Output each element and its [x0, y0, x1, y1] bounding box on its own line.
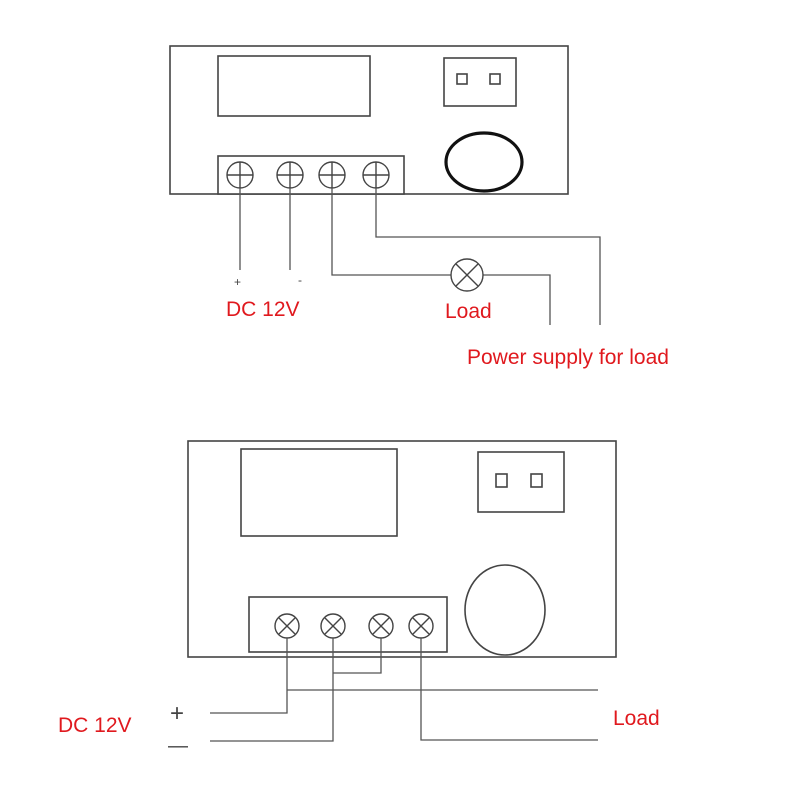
top-power-supply-label: Power supply for load	[467, 346, 669, 369]
top-load-lamp-icon	[450, 258, 484, 292]
top-terminal-screw	[276, 161, 304, 189]
top-terminal-screw	[362, 161, 390, 189]
top-minus-sign: -	[298, 273, 302, 287]
bottom-plus-sign: +	[170, 700, 184, 727]
top-terminal-screws	[226, 161, 390, 189]
top-wiring-diagram: + - DC 12V Load Power supply for load	[169, 45, 669, 369]
bottom-load-label: Load	[613, 707, 660, 730]
bottom-wiring-diagram: + — DC 12V Load	[58, 440, 660, 757]
bottom-relay-socket	[477, 451, 565, 513]
bottom-terminal-screw	[408, 613, 434, 639]
top-display-window	[217, 55, 371, 117]
top-terminal-screw	[226, 161, 254, 189]
bottom-wire-load	[420, 638, 598, 741]
bottom-dc-label: DC 12V	[58, 714, 132, 737]
bottom-terminal-screw	[320, 613, 346, 639]
bottom-wire-minus	[210, 638, 382, 742]
top-wire-supply	[375, 188, 601, 325]
bottom-terminal-screw	[274, 613, 300, 639]
bottom-terminal-screws	[274, 613, 434, 639]
top-terminal-screw	[318, 161, 346, 189]
top-relay-socket	[443, 57, 517, 107]
top-wire-load	[331, 188, 551, 325]
top-plus-sign: +	[234, 275, 241, 289]
top-knob	[444, 131, 524, 193]
bottom-display-window	[240, 448, 398, 537]
bottom-wire-plus	[210, 638, 598, 714]
top-dc-label: DC 12V	[226, 298, 300, 321]
bottom-minus-sign: —	[168, 735, 188, 757]
bottom-knob	[464, 564, 546, 656]
bottom-terminal-screw	[368, 613, 394, 639]
top-load-label: Load	[445, 300, 492, 323]
